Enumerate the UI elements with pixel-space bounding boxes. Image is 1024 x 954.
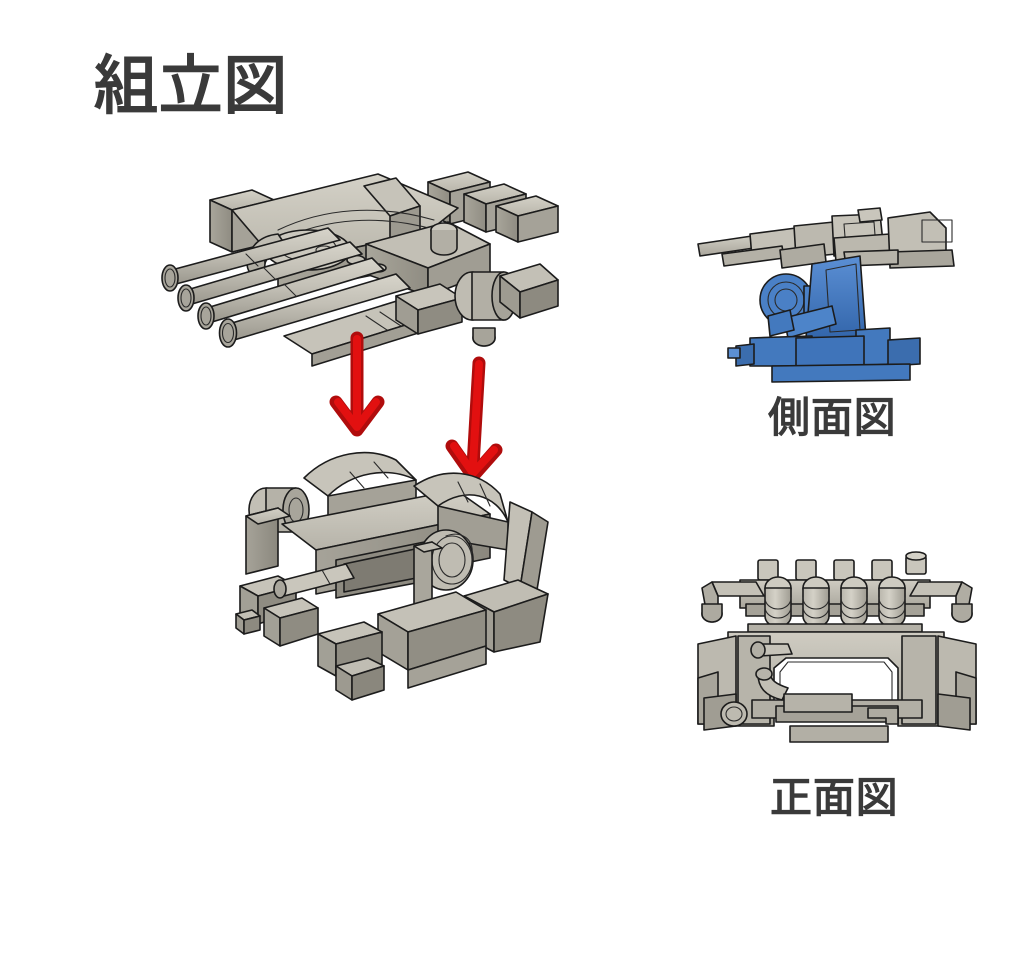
exploded-upper-component xyxy=(128,168,568,358)
gun-mount-cradle-render xyxy=(218,438,578,720)
gun-barrel-assembly-render xyxy=(128,168,568,358)
front-view-label: 正面図 xyxy=(770,773,899,822)
side-view-label: 側面図 xyxy=(768,393,897,442)
front-view-render xyxy=(692,548,982,754)
assembly-direction-arrow-left xyxy=(329,331,385,437)
side-view-render xyxy=(684,208,984,388)
page-title: 組立図 xyxy=(94,50,288,124)
side-view-svg xyxy=(684,208,984,388)
exploded-lower-component xyxy=(218,438,578,720)
front-view-svg xyxy=(692,548,982,754)
